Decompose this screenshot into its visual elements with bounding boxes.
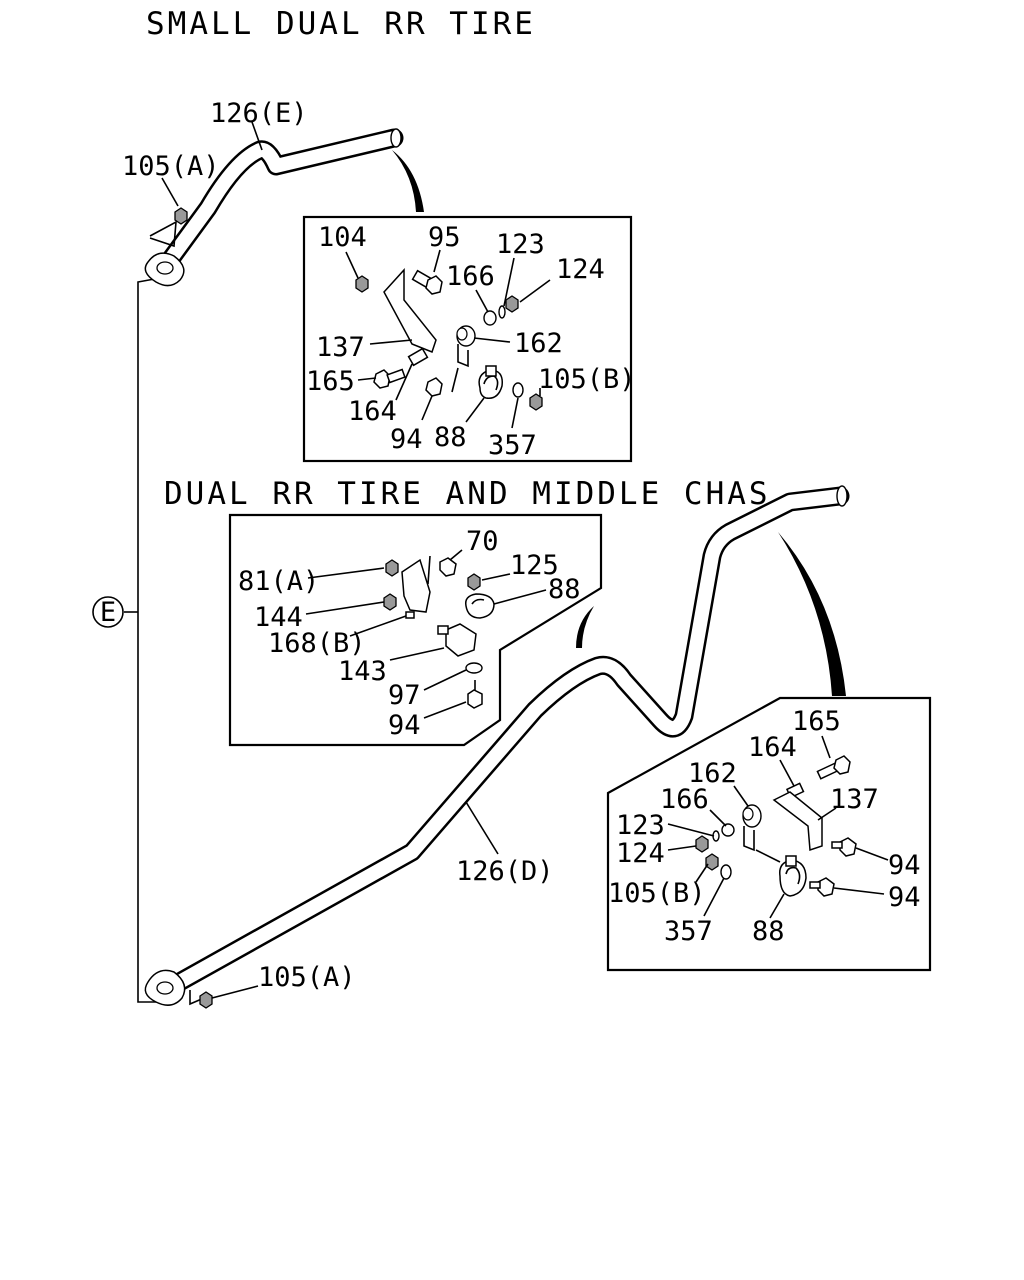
leader-126d [465, 801, 499, 855]
label-94-upper: 94 [888, 850, 921, 881]
label-88: 88 [752, 916, 785, 947]
leader-upper-105a [161, 177, 179, 207]
arrow-to-box2 [576, 606, 594, 648]
label-143: 143 [338, 656, 387, 687]
label-88: 88 [434, 422, 467, 453]
label-166: 166 [660, 784, 709, 815]
label-lower-105a: 105(A) [258, 962, 356, 993]
callout-e-letter: E [100, 597, 116, 628]
leader-lower-105a [211, 985, 259, 999]
label-168b: 168(B) [268, 628, 366, 659]
detail-box-2 [228, 513, 603, 747]
label-105b: 105(B) [538, 364, 636, 395]
box3-leaders [667, 735, 889, 919]
label-162: 162 [688, 758, 737, 789]
label-94: 94 [390, 424, 423, 455]
box2-leaders [305, 549, 547, 719]
label-105b: 105(B) [608, 878, 706, 909]
label-94: 94 [388, 710, 421, 741]
detail-box-1 [302, 215, 633, 463]
arrow-to-box3 [778, 532, 846, 696]
label-81a: 81(A) [238, 566, 319, 597]
box3-labels: 165 164 162 166 137 123 124 94 105(B) 94… [608, 706, 921, 947]
label-144: 144 [254, 602, 303, 633]
lower-bracket [189, 990, 205, 1006]
label-104: 104 [318, 222, 367, 253]
label-124: 124 [556, 254, 605, 285]
label-137: 137 [316, 332, 365, 363]
upper-pipe-126e [160, 128, 404, 270]
upper-bracket [149, 220, 177, 248]
label-166: 166 [446, 261, 495, 292]
box2-labels: 70 81(A) 125 88 144 168(B) 143 97 94 [238, 526, 581, 741]
label-165: 165 [792, 706, 841, 737]
label-88: 88 [548, 574, 581, 605]
title-dual-rr-tire-middle-chas: DUAL RR TIRE AND MIDDLE CHAS [164, 476, 771, 512]
label-123: 123 [616, 810, 665, 841]
lower-flange [144, 969, 186, 1006]
label-126e: 126(E) [210, 98, 308, 129]
label-123: 123 [496, 229, 545, 260]
label-70: 70 [466, 526, 499, 557]
lower-nut-105a [199, 991, 213, 1009]
callout-e-bracket [137, 277, 161, 1003]
box3-parts [695, 755, 857, 897]
arrow-to-box1 [392, 150, 424, 212]
lower-pipe-126d [166, 485, 850, 994]
label-164: 164 [348, 396, 397, 427]
label-137: 137 [830, 784, 879, 815]
upper-nut-105a [174, 207, 188, 225]
label-162: 162 [514, 328, 563, 359]
label-357: 357 [664, 916, 713, 947]
title-small-dual-rr-tire: SMALL DUAL RR TIRE [146, 6, 536, 42]
label-95: 95 [428, 222, 461, 253]
label-164: 164 [748, 732, 797, 763]
label-97: 97 [388, 680, 421, 711]
label-124: 124 [616, 838, 665, 869]
label-upper-105a: 105(A) [122, 151, 220, 182]
label-125: 125 [510, 550, 559, 581]
leader-126e [251, 121, 263, 151]
label-165: 165 [306, 366, 355, 397]
upper-flange [144, 252, 185, 287]
box1-labels: 104 95 123 166 124 137 162 165 105(B) 16… [306, 222, 636, 461]
detail-box-3 [606, 696, 932, 972]
box1-parts [355, 268, 543, 411]
callout-e-circle [92, 596, 124, 628]
box1-leaders [345, 249, 551, 429]
label-357: 357 [488, 430, 537, 461]
label-94-lower: 94 [888, 882, 921, 913]
label-126d: 126(D) [456, 856, 554, 887]
